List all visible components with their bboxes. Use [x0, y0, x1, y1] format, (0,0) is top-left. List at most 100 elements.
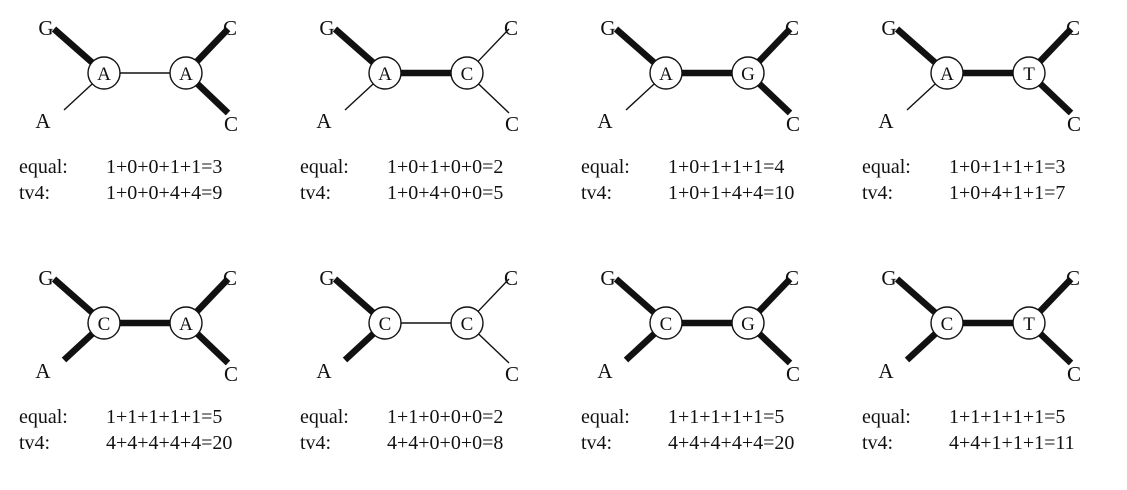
leaf-upper-left-label: G — [881, 16, 896, 40]
equal-score-expression: 1+1+1+1+1=5 — [106, 406, 223, 428]
left-node-circle — [87, 56, 121, 90]
edge-upper-right — [1037, 276, 1074, 314]
leaf-lower-left-label: A — [597, 109, 613, 133]
right-node-circle — [1012, 56, 1046, 90]
tv4-score-row: tv4:1+0+1+4+4=10 — [581, 180, 849, 206]
right-node-circle — [731, 306, 765, 340]
edge-lower-left — [344, 83, 374, 111]
leaf-lower-right-label: C — [505, 362, 519, 386]
tv4-score-expression: 4+4+0+0+0=8 — [387, 432, 504, 454]
equal-score-label: equal: — [300, 406, 349, 428]
equal-score-expression: 1+0+1+1+1=3 — [949, 156, 1066, 178]
leaf-lower-left-label: A — [878, 109, 894, 133]
leaf-lower-right-label: C — [786, 112, 800, 136]
right-node-label: C — [461, 64, 474, 85]
leaf-lower-right-label: C — [224, 112, 238, 136]
equal-score-label: equal: — [581, 156, 630, 178]
leaf-upper-left-label: G — [319, 266, 334, 290]
right-node-circle — [1012, 306, 1046, 340]
edge-lower-left — [906, 83, 936, 111]
tv4-score-row: tv4:1+0+4+1+1=7 — [862, 180, 1127, 206]
right-node-circle — [450, 56, 484, 90]
edge-upper-right — [756, 276, 793, 314]
equal-score-row: equal:1+1+1+1+1=5 — [862, 404, 1127, 430]
left-node-label: A — [940, 64, 954, 85]
leaf-upper-left-label: G — [38, 266, 53, 290]
tv4-score-label: tv4: — [581, 182, 613, 204]
equal-score-expression: 1+1+0+0+0=2 — [387, 406, 504, 428]
left-node-circle — [368, 306, 402, 340]
edge-lower-right — [195, 81, 231, 116]
leaf-lower-right-label: C — [505, 112, 519, 136]
tv4-score-label: tv4: — [19, 432, 51, 454]
leaf-upper-left-label: G — [881, 266, 896, 290]
edge-upper-right — [756, 26, 793, 64]
right-node-circle — [450, 306, 484, 340]
tv4-score-row: tv4:1+0+4+0+0=5 — [300, 180, 568, 206]
leaf-upper-right-label: C — [504, 16, 518, 40]
left-node-label: C — [98, 314, 111, 335]
edge-upper-right — [194, 26, 231, 64]
equal-score-row: equal:1+1+1+1+1=5 — [581, 404, 849, 430]
leaf-lower-left-label: A — [316, 359, 332, 383]
leaf-upper-right-label: C — [1066, 266, 1080, 290]
edge-lower-right — [195, 331, 231, 366]
left-node-circle — [368, 56, 402, 90]
edge-upper-right — [477, 28, 510, 62]
right-node-label: C — [461, 314, 474, 335]
right-node-label: A — [179, 314, 193, 335]
edge-upper-left — [332, 276, 376, 315]
left-node-circle — [930, 56, 964, 90]
equal-score-row: equal:1+1+1+1+1=5 — [19, 404, 287, 430]
leaf-upper-left-label: G — [38, 16, 53, 40]
leaf-upper-right-label: C — [223, 266, 237, 290]
edge-upper-left — [894, 276, 938, 315]
left-node-circle — [649, 56, 683, 90]
left-node-label: A — [378, 64, 392, 85]
right-node-circle — [731, 56, 765, 90]
edge-lower-left — [904, 331, 938, 363]
edge-lower-right — [478, 83, 510, 114]
left-node-label: A — [97, 64, 111, 85]
edge-upper-right — [1037, 26, 1074, 64]
leaf-upper-right-label: C — [785, 266, 799, 290]
leaf-lower-right-label: C — [1067, 362, 1081, 386]
right-node-label: A — [179, 64, 193, 85]
leaf-lower-left-label: A — [35, 359, 51, 383]
tv4-score-row: tv4:4+4+0+0+0=8 — [300, 430, 568, 456]
equal-score-label: equal: — [862, 406, 911, 428]
edge-lower-left — [625, 83, 655, 111]
tv4-score-expression: 4+4+4+4+4=20 — [106, 432, 233, 454]
tv4-score-expression: 4+4+1+1+1=11 — [949, 432, 1075, 454]
left-node-circle — [930, 306, 964, 340]
leaf-upper-right-label: C — [223, 16, 237, 40]
equal-score-row: equal:1+0+0+1+1=3 — [19, 154, 287, 180]
equal-score-expression: 1+1+1+1+1=5 — [668, 406, 785, 428]
tv4-score-row: tv4:4+4+1+1+1=11 — [862, 430, 1127, 456]
leaf-upper-right-label: C — [1066, 16, 1080, 40]
tv4-score-expression: 1+0+0+4+4=9 — [106, 182, 223, 204]
equal-score-expression: 1+0+0+1+1=3 — [106, 156, 223, 178]
edge-upper-left — [332, 26, 376, 65]
right-node-circle — [169, 56, 203, 90]
leaf-upper-left-label: G — [319, 16, 334, 40]
left-node-circle — [649, 306, 683, 340]
tv4-score-label: tv4: — [19, 182, 51, 204]
right-node-label: G — [741, 314, 755, 335]
